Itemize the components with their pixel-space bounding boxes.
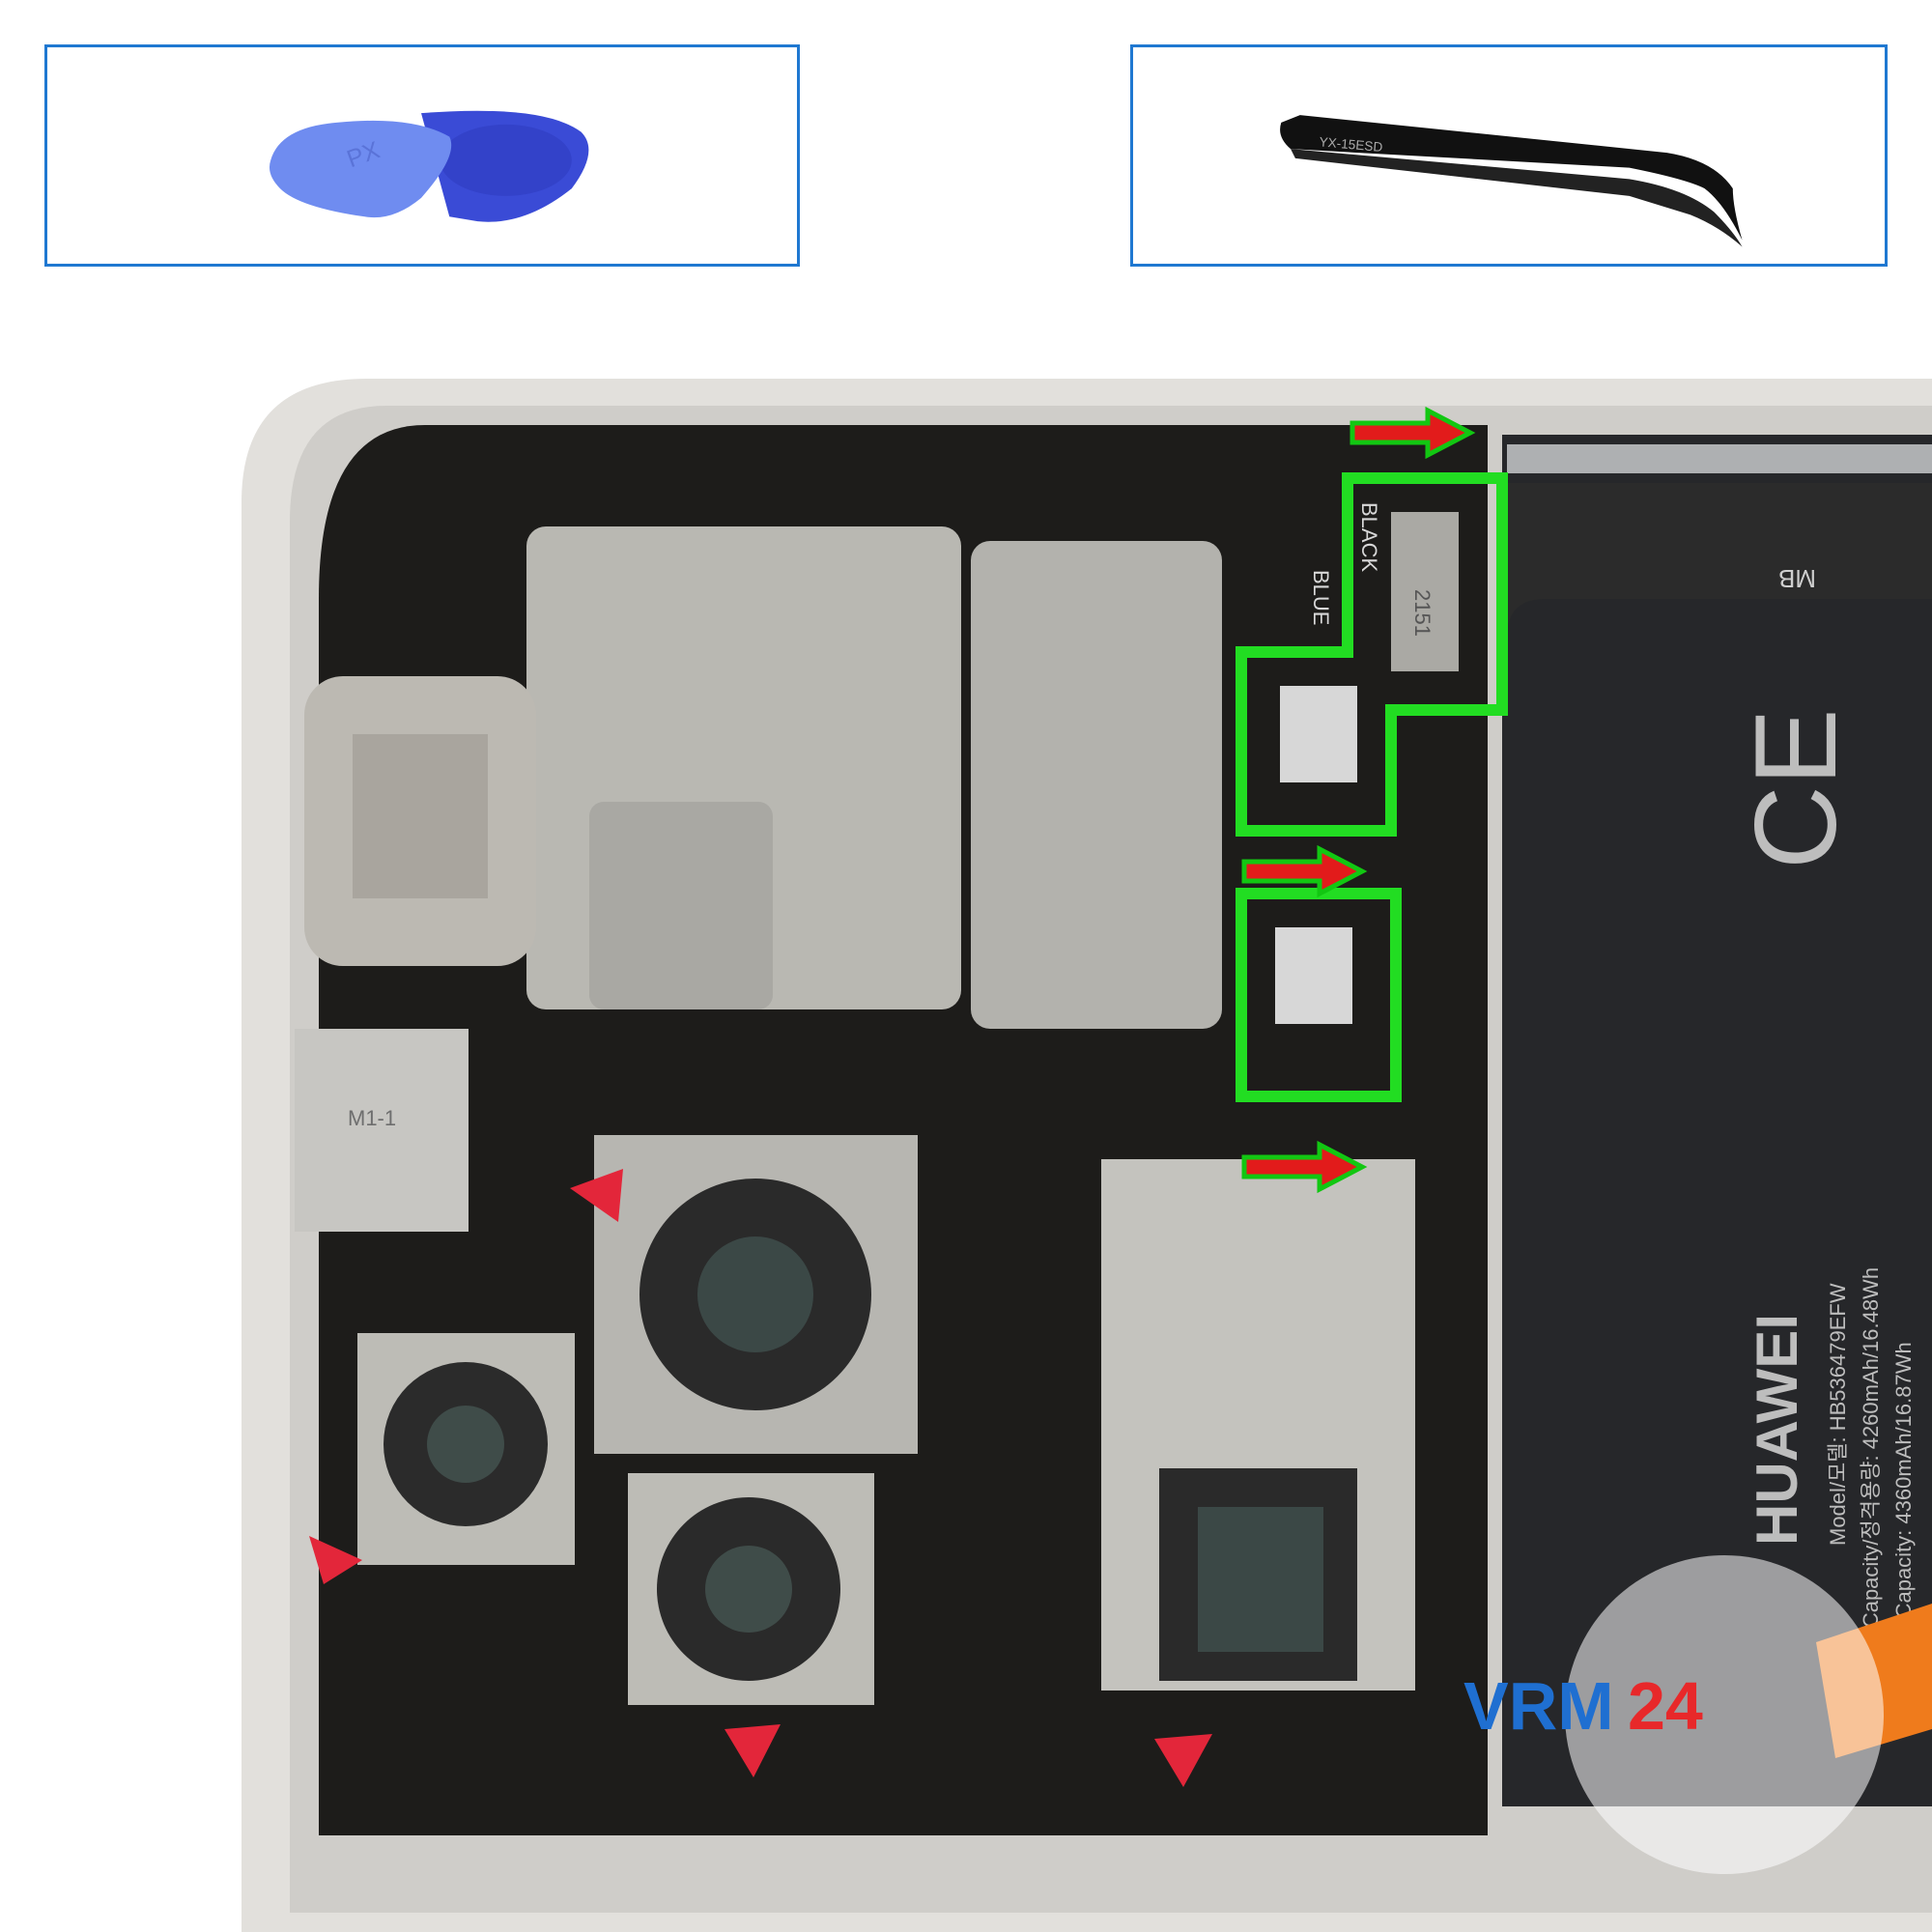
connector-bottom — [1275, 927, 1352, 1024]
red-marker — [1154, 1734, 1212, 1787]
tweezers-text: YX-15ESD — [1319, 134, 1383, 155]
battery-brand: HUAWEI — [1745, 1314, 1809, 1546]
tool-box-tweezers: YX-15ESD — [1130, 44, 1888, 267]
connector-top — [1280, 686, 1357, 782]
battery-model: Model/모델: HB536479EFW — [1826, 1283, 1850, 1546]
highlight-connector-top — [1236, 472, 1508, 837]
watermark-logo: VRM 24 — [1463, 1555, 1884, 1874]
flex-cable — [1507, 483, 1932, 638]
cable-label-black: BLACK — [1357, 502, 1381, 572]
tweezers-icon: YX-15ESD — [1280, 115, 1743, 247]
tool-box-picks: PX — [44, 44, 800, 267]
watermark-vrm: VRM — [1463, 1668, 1614, 1744]
connector-number: 2151 — [1410, 589, 1435, 637]
red-marker — [309, 1536, 362, 1584]
red-marker — [724, 1724, 781, 1777]
arrow-marker-3 — [1241, 1140, 1368, 1194]
battery-connector — [1391, 512, 1459, 671]
battery-capacity: Rated Capacity/정격용량: 4260mAh/16.48Wh — [1859, 1267, 1883, 1690]
plastic-pick-icon: PX — [269, 110, 589, 222]
arrow-marker-2 — [1241, 844, 1368, 898]
cable-label-blue: BLUE — [1309, 570, 1333, 625]
arrow-marker-1 — [1350, 406, 1476, 460]
sim-text: M1-1 — [348, 1106, 396, 1130]
battery-cert: CE — [1731, 708, 1861, 869]
red-marker — [570, 1169, 623, 1222]
flex-label: MB — [1778, 564, 1816, 593]
shield-right — [971, 541, 1222, 1029]
watermark-num: 24 — [1628, 1668, 1703, 1744]
sim-tray — [295, 1029, 469, 1232]
